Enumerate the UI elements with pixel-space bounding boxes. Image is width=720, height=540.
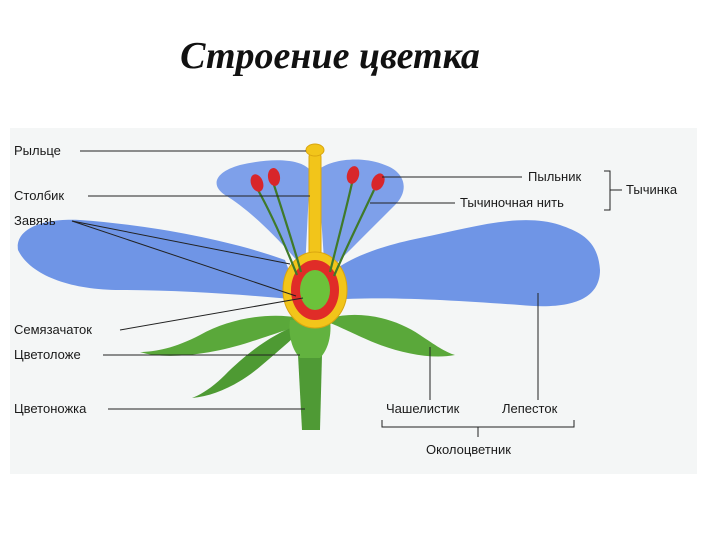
label-ovule: Семязачаток — [14, 322, 92, 337]
label-ovary: Завязь — [14, 213, 56, 228]
filament-1 — [257, 189, 299, 276]
anther-4 — [371, 173, 385, 191]
stamen-bracket — [604, 170, 622, 211]
right-petal-shape — [330, 220, 600, 307]
label-style: Столбик — [14, 188, 65, 203]
left-sepal-shape — [140, 315, 300, 356]
page-title: Строение цветка — [180, 35, 480, 77]
label-anther: Пыльник — [528, 169, 582, 184]
stigma-shape — [305, 143, 325, 157]
left-lower-sepal-shape — [192, 325, 300, 398]
leader-ovule — [119, 297, 304, 331]
leader-ovary-2 — [71, 220, 297, 297]
filament-2 — [272, 184, 303, 273]
anther-1 — [250, 174, 264, 192]
label-pedicel: Цветоножка — [14, 401, 87, 416]
label-filament: Тычиночная нить — [460, 195, 564, 210]
label-perianth: Околоцветник — [426, 442, 511, 457]
label-receptacle: Цветоложе — [14, 347, 81, 362]
filament-4 — [332, 189, 375, 277]
pedicel-shape — [298, 355, 322, 430]
anther-2 — [267, 168, 281, 186]
label-petal: Лепесток — [502, 401, 558, 416]
label-stamen: Тычинка — [626, 182, 678, 197]
anther-3 — [346, 166, 360, 184]
ovule-shape — [300, 270, 330, 310]
perianth-bracket — [381, 420, 575, 437]
right-sepal-shape — [330, 314, 455, 357]
receptacle-shape — [289, 320, 331, 358]
left-petal-shape — [17, 219, 300, 300]
label-sepal: Чашелистик — [386, 401, 460, 416]
style-shape — [308, 151, 322, 263]
filament-3 — [328, 182, 354, 273]
label-stigma: Рыльце — [14, 143, 61, 158]
leader-ovary-1 — [71, 220, 291, 265]
top-left-petal-shape — [216, 160, 310, 270]
